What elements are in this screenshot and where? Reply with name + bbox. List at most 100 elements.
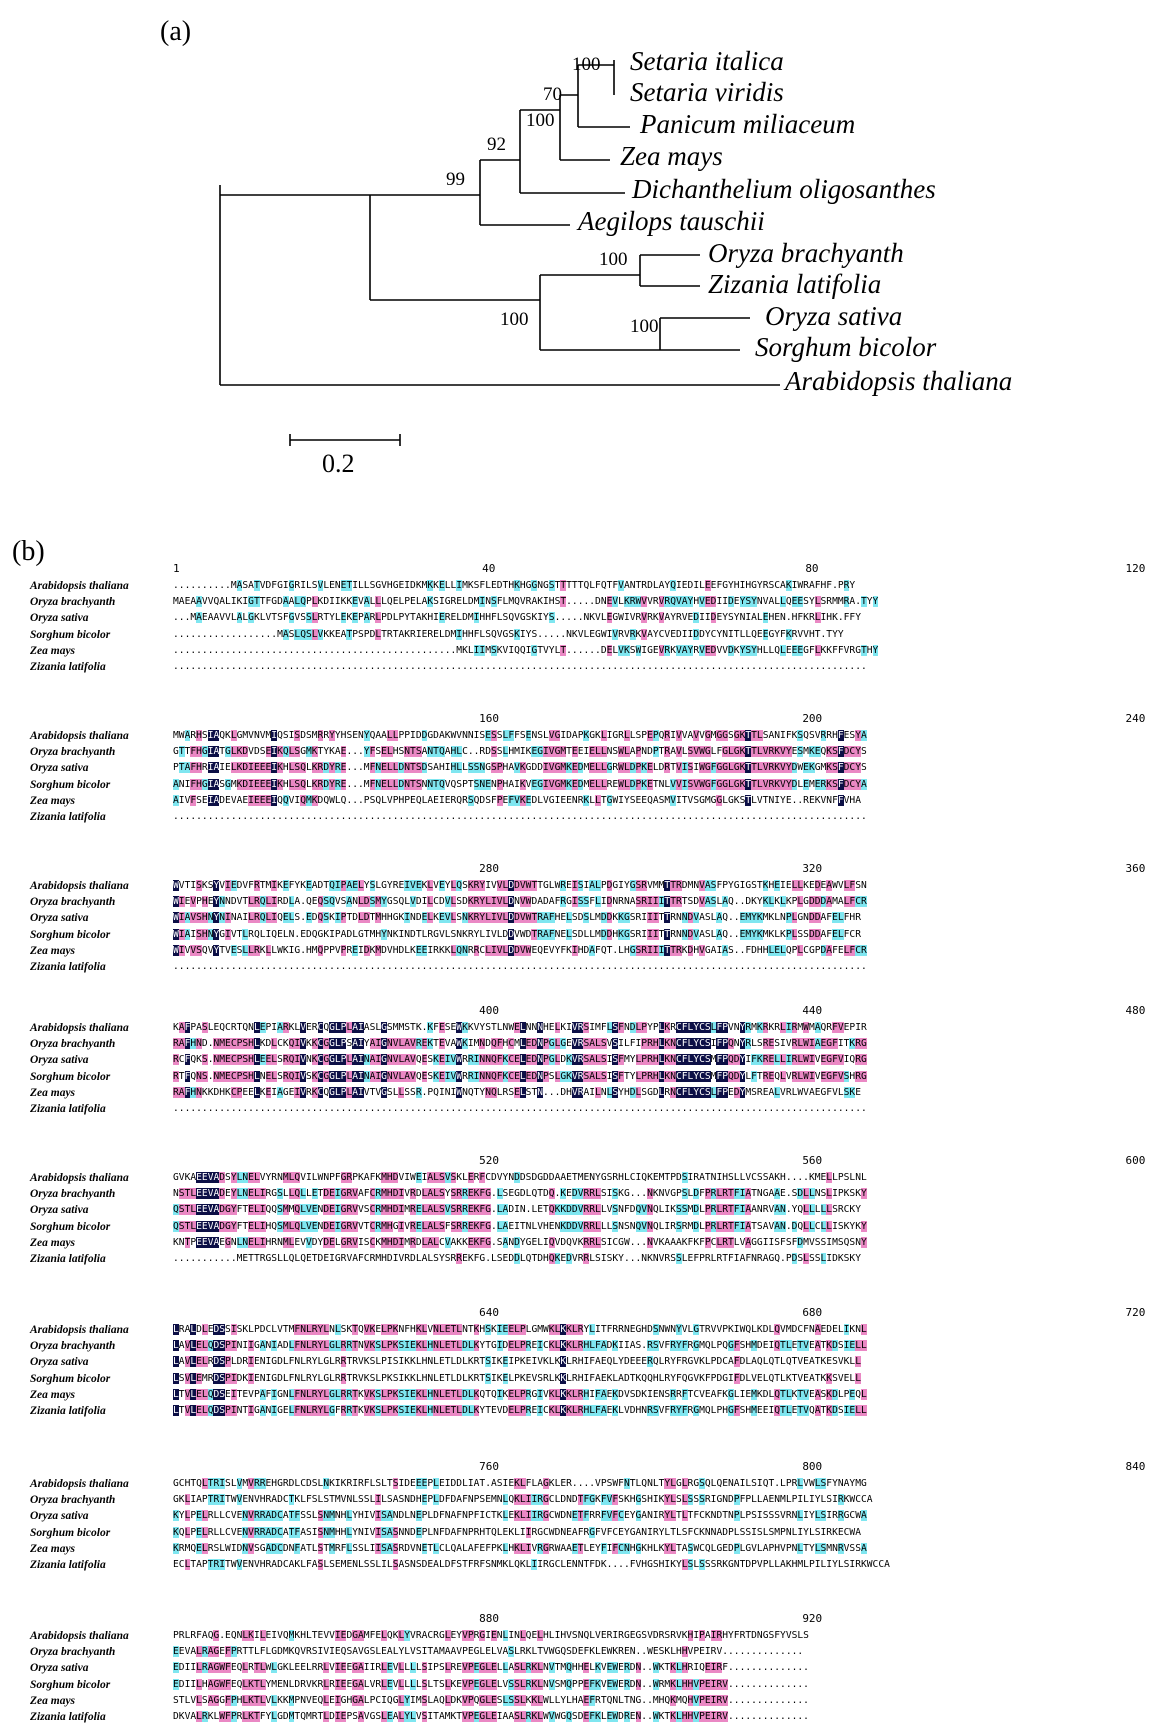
sequence: WIAVSHNYNINAILRQLIQELS.EDQSKIPTDLDTMHHGK…	[173, 912, 861, 924]
sequence: EDIILHAGWFEQLKTLYMENLDRVKRLRIEEGALVRLEVL…	[173, 1678, 809, 1690]
species-name: Zizania latifolia	[30, 960, 106, 973]
taxon-label: Panicum miliaceum	[639, 109, 855, 139]
species-name: Arabidopsis thaliana	[30, 1630, 129, 1642]
alignment-row: Zizania latifolia.......................…	[30, 809, 1150, 825]
sequence: WIAISHNYGIVTLRQLIQELN.EDQGKIPADLGTMHYNKI…	[173, 928, 861, 940]
sequence: KRMQELRSLWIDNVSGADCDNFATLSTMRFLSSLIISASR…	[173, 1542, 867, 1554]
species-name: Sorghum bicolor	[30, 1220, 111, 1233]
position-tick: 840	[1125, 1460, 1146, 1473]
species-name: Zea mays	[30, 1694, 76, 1707]
alignment-row: Sorghum bicolor QSTLEEVADGYFTELIHQSMLQLVE…	[30, 1219, 1150, 1235]
species-name: Oryza sativa	[30, 1054, 89, 1067]
position-tick: 800	[802, 1460, 823, 1473]
alignment-row: Oryza brachyanth GTTFHGIATGLKDVDSEIKQLSGM…	[30, 744, 1150, 760]
position-tick: 440	[802, 1004, 823, 1017]
bootstrap-value: 100	[526, 110, 555, 131]
alignment-row: Oryza sativa...MAEAAVVLALGKLVTSFGVSSLRTY…	[30, 610, 1150, 626]
species-name: Zizania latifolia	[30, 1404, 106, 1417]
position-tick: 480	[1125, 1004, 1146, 1017]
bootstrap-value: 92	[487, 134, 506, 155]
species-name: Zea mays	[30, 644, 76, 657]
sequence: QSTLEEVADGYFTELIHQSMLQLVENDEIGRVVTCRMHGI…	[173, 1220, 867, 1232]
alignment-row: Zea mays KNTPEEVAEGNLNELIHRNMLEVVDYDELGRV…	[30, 1235, 1150, 1251]
sequence: ECLTAPTRITWVENVHRADCAKLFASLSEMENLSSLILSA…	[173, 1558, 890, 1570]
species-name: Arabidopsis thaliana	[30, 1172, 129, 1184]
sequence: LAVLELQDSPINIIGANIADLFNLRYLGLRRTNVKSLPKS…	[173, 1340, 867, 1352]
species-name: Zea mays	[30, 1388, 76, 1401]
sequence: KAFPASLEQCRTQNLEPIARKLVERCQGLPLAIASLGSMM…	[173, 1022, 867, 1033]
alignment-row: Zea mays................................…	[30, 643, 1150, 659]
position-tick: 240	[1125, 712, 1146, 725]
taxon-label: Setaria italica	[630, 46, 784, 76]
species-name: Oryza sativa	[30, 1356, 89, 1369]
sequence: LSVLEMRDSPIDKIENIGDLFNLRYLGLRRTRVKSLPKSI…	[173, 1372, 861, 1384]
phylogenetic-tree: (a) 100	[160, 16, 1012, 478]
position-tick: 160	[479, 712, 499, 725]
sequence: PTAFHRIAIELKDIEEEIKHLSQLKRDYRE...MFNELLD…	[173, 762, 867, 774]
scale-bar: 0.2	[289, 434, 401, 478]
species-name: Oryza brachyanth	[30, 746, 116, 759]
position-tick: 400	[479, 1004, 499, 1017]
bootstrap-value: 70	[543, 84, 562, 105]
species-name: Oryza brachyanth	[30, 1646, 116, 1659]
species-name: Sorghum bicolor	[30, 778, 111, 791]
sequence: ........................................…	[173, 660, 867, 672]
bootstrap-value: 100	[599, 249, 628, 270]
species-name: Oryza brachyanth	[30, 1494, 116, 1507]
position-tick: 680	[802, 1306, 823, 1319]
species-name: Zea mays	[30, 1236, 76, 1249]
alignment-row: Zizania latifolia.......................…	[30, 659, 1150, 675]
position-tick: 360	[1125, 862, 1146, 875]
species-name: Zea mays	[30, 944, 76, 957]
taxon-label: Oryza brachyanth	[708, 238, 904, 268]
sequence: ANIFHGIASGMKDIEEEIKHLSQLKRDYRE...MFNELLD…	[173, 778, 867, 790]
alignment-row: Oryza sativa PTAFHRIAIELKDIEEEIKHLSQLKRDY…	[30, 760, 1150, 776]
taxon-label: Arabidopsis thaliana	[783, 366, 1012, 396]
sequence: RCFQKS.NMECPSHLEELSRQIVNKCGGLPLAINAIGNVL…	[173, 1054, 867, 1066]
species-name: Oryza sativa	[30, 1204, 89, 1217]
alignment-row: Zizania latifolia.......................…	[30, 959, 1150, 975]
species-name: Sorghum bicolor	[30, 1526, 111, 1539]
sequence: LAVLELRDSPLDRIENIGDLFNLRYLGLRRTRVKSLPISI…	[173, 1356, 861, 1368]
species-name: Oryza sativa	[30, 1510, 89, 1523]
species-name: Zizania latifolia	[30, 810, 106, 823]
sequence: ...........METTRGSLLQLQETDEIGRVAFCRMHDIV…	[173, 1252, 861, 1264]
taxon-label: Zizania latifolia	[708, 269, 881, 299]
species-name: Zizania latifolia	[30, 1102, 106, 1115]
sequence: EEVALRAGEFPRTTLFLGDMKQVRSIVIEQSAVGSLEALY…	[173, 1646, 804, 1658]
species-name: Oryza brachyanth	[30, 1038, 116, 1051]
alignment-row: Sorghum bicolor..................MASLQSL…	[30, 627, 1150, 643]
species-name: Oryza sativa	[30, 762, 89, 775]
sequence: KQLPELRLLCVENVRRADCATFASISNMHHLYNIVISASN…	[173, 1526, 861, 1538]
alignment-row: Sorghum bicolor ANIFHGIASGMKDIEEEIKHLSQLK…	[30, 777, 1150, 793]
position-tick: 720	[1125, 1306, 1146, 1319]
sequence: ...MAEAAVVLALGKLVTSFGVSSLRTYLEKEPARLPDLP…	[173, 612, 861, 624]
species-name: Zea mays	[30, 794, 76, 807]
taxon-label: Dichanthelium oligosanthes	[631, 174, 936, 204]
sequence: RTFQNS.NMECPSHLNELSRQIVSKCGGLPLAINAIGNVL…	[173, 1070, 867, 1082]
sequence: KNTPEEVAEGNLNELIHRNMLEVVDYDELGRVISCKMHDI…	[173, 1236, 867, 1248]
sequence: GTTFHGIATGLKDVDSEIKQLSGMKTYKAE...YFSELHS…	[173, 746, 867, 758]
species-name: Oryza brachyanth	[30, 896, 116, 909]
bootstrap-values: 100 70 100 92 99 100 100 100	[446, 54, 659, 337]
